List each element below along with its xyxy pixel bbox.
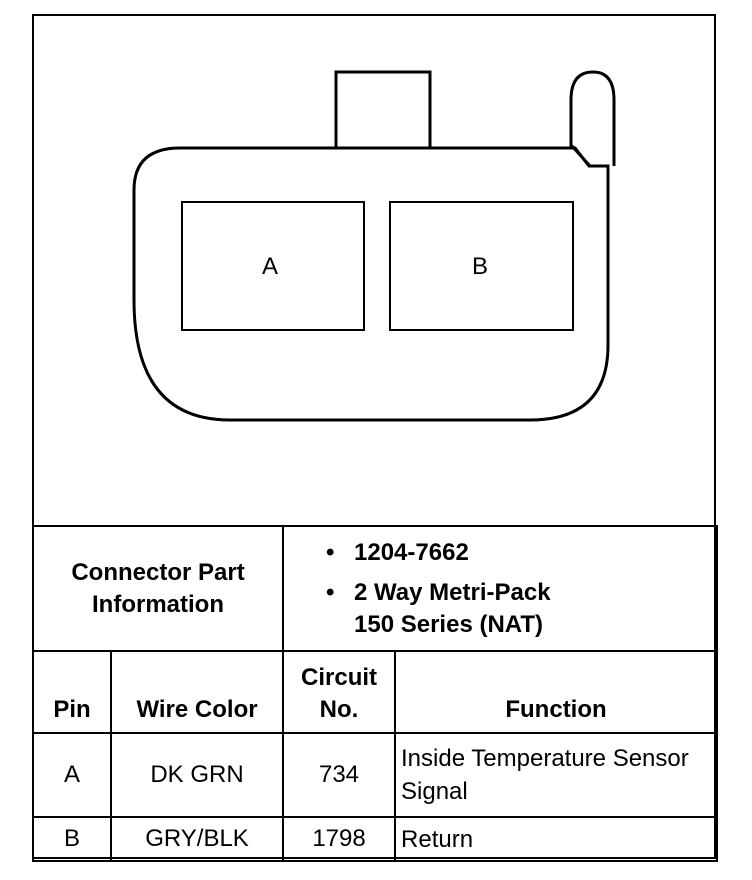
column-header-row: Pin Wire Color Circuit No. Function — [32, 650, 719, 734]
connector-body-outline — [132, 146, 610, 422]
table-row: B GRY/BLK 1798 Return — [32, 816, 719, 862]
header-function: Function — [394, 650, 719, 734]
header-pin: Pin — [32, 650, 112, 734]
part-info-label-cell: Connector Part Information — [31, 525, 285, 652]
pin-cavity-b-label: B — [472, 253, 488, 280]
row-a-wire-color: DK GRN — [109, 732, 285, 818]
connector-info-table: Connector Part Information • 1204-7662 •… — [31, 525, 719, 862]
connector-latch — [569, 70, 616, 166]
row-b-circuit: 1798 — [282, 816, 397, 862]
table-row: A DK GRN 734 Inside Temperature Sensor S… — [32, 732, 719, 818]
row-b-pin: B — [32, 816, 112, 862]
header-circuit-no: Circuit No. — [282, 650, 397, 734]
row-a-function: Inside Temperature Sensor Signal — [394, 732, 719, 818]
row-a-pin: A — [32, 732, 112, 818]
part-series-line2: 150 Series (NAT) — [354, 610, 543, 638]
part-info-label-line1: Connector Part — [71, 558, 245, 586]
pin-cavity-b — [389, 201, 574, 331]
header-wire-color: Wire Color — [109, 650, 285, 734]
row-a-circuit: 734 — [282, 732, 397, 818]
pin-cavity-a — [181, 201, 365, 331]
part-info-row: Connector Part Information • 1204-7662 •… — [31, 525, 719, 652]
bullet-icon: • — [326, 538, 335, 566]
header-circuit-line1: Circuit — [301, 664, 378, 691]
row-b-wire-color: GRY/BLK — [109, 816, 285, 862]
pin-cavity-a-label: A — [262, 253, 278, 280]
part-number: 1204-7662 — [354, 538, 469, 566]
bullet-icon: • — [326, 578, 335, 606]
header-circuit-line2: No. — [319, 696, 359, 723]
part-info-list: • 1204-7662 • 2 Way Metri-Pack 150 Serie… — [282, 525, 719, 652]
part-info-item: • 2 Way Metri-Pack 150 Series (NAT) — [326, 577, 716, 641]
row-b-function: Return — [394, 816, 719, 862]
connector-locking-tab — [334, 70, 432, 148]
part-info-label-line2: Information — [92, 590, 224, 618]
row-a-function-line2: Signal — [401, 778, 468, 805]
part-series-line1: 2 Way Metri-Pack — [354, 578, 551, 606]
connector-face-diagram: A B — [132, 70, 616, 422]
row-a-function-line1: Inside Temperature Sensor — [401, 745, 689, 772]
part-info-item: • 1204-7662 — [326, 537, 716, 569]
